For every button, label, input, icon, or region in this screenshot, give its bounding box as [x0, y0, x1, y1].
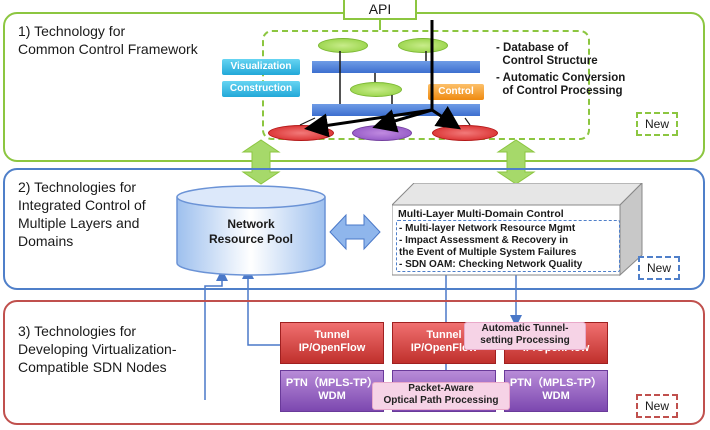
- new-badge-section3: New: [636, 394, 678, 418]
- ml-item-multiple-failures: the Event of Multiple System Failures: [399, 247, 577, 258]
- construction-label: Construction: [222, 81, 300, 97]
- tunnel-node-1: Tunnel IP/OpenFlow: [280, 322, 384, 364]
- ml-items-box: [396, 220, 620, 272]
- ptn-node-1: PTN（MPLS-TP） WDM: [280, 370, 384, 412]
- optical-processing-label: Packet-Aware Optical Path Processing: [372, 382, 510, 410]
- section1-title: 1) Technology for Common Control Framewo…: [18, 23, 198, 57]
- bullet-automatic-conversion: - Automatic Conversion of Control Proces…: [496, 72, 626, 97]
- layer-bar-1: [312, 61, 480, 73]
- green-node-2: [398, 38, 448, 53]
- green-node-1: [318, 38, 368, 53]
- new-badge-section1: New: [636, 112, 678, 136]
- ptn-node-3: PTN（MPLS-TP） WDM: [504, 370, 608, 412]
- section2-title: 2) Technologies for Integrated Control o…: [18, 179, 146, 249]
- section3-title: 3) Technologies for Developing Virtualiz…: [18, 323, 177, 375]
- ml-item-sdn-oam: - SDN OAM: Checking Network Quality: [399, 259, 583, 270]
- control-label: Control: [428, 84, 484, 100]
- visualization-label: Visualization: [222, 59, 300, 75]
- multi-layer-control-title: Multi-Layer Multi-Domain Control: [398, 208, 564, 220]
- section-multi-layer-control: [3, 168, 705, 290]
- tunnel-processing-label: Automatic Tunnel- setting Processing: [464, 322, 586, 350]
- new-badge-section2: New: [638, 256, 680, 280]
- api-label: API: [343, 0, 417, 20]
- network-resource-pool-label: Network Resource Pool: [208, 217, 294, 246]
- ml-item-impact-assessment: - Impact Assessment & Recovery in: [399, 235, 569, 246]
- multi-layer-control-box: [392, 183, 643, 277]
- green-node-3: [350, 82, 402, 97]
- ml-item-resource-mgmt: - Multi-layer Network Resource Mgmt: [399, 223, 576, 234]
- network-resource-pool-cylinder: [176, 185, 326, 276]
- section-sdn-nodes: [3, 300, 705, 425]
- bullet-database-control-structure: - Database of Control Structure: [496, 42, 598, 67]
